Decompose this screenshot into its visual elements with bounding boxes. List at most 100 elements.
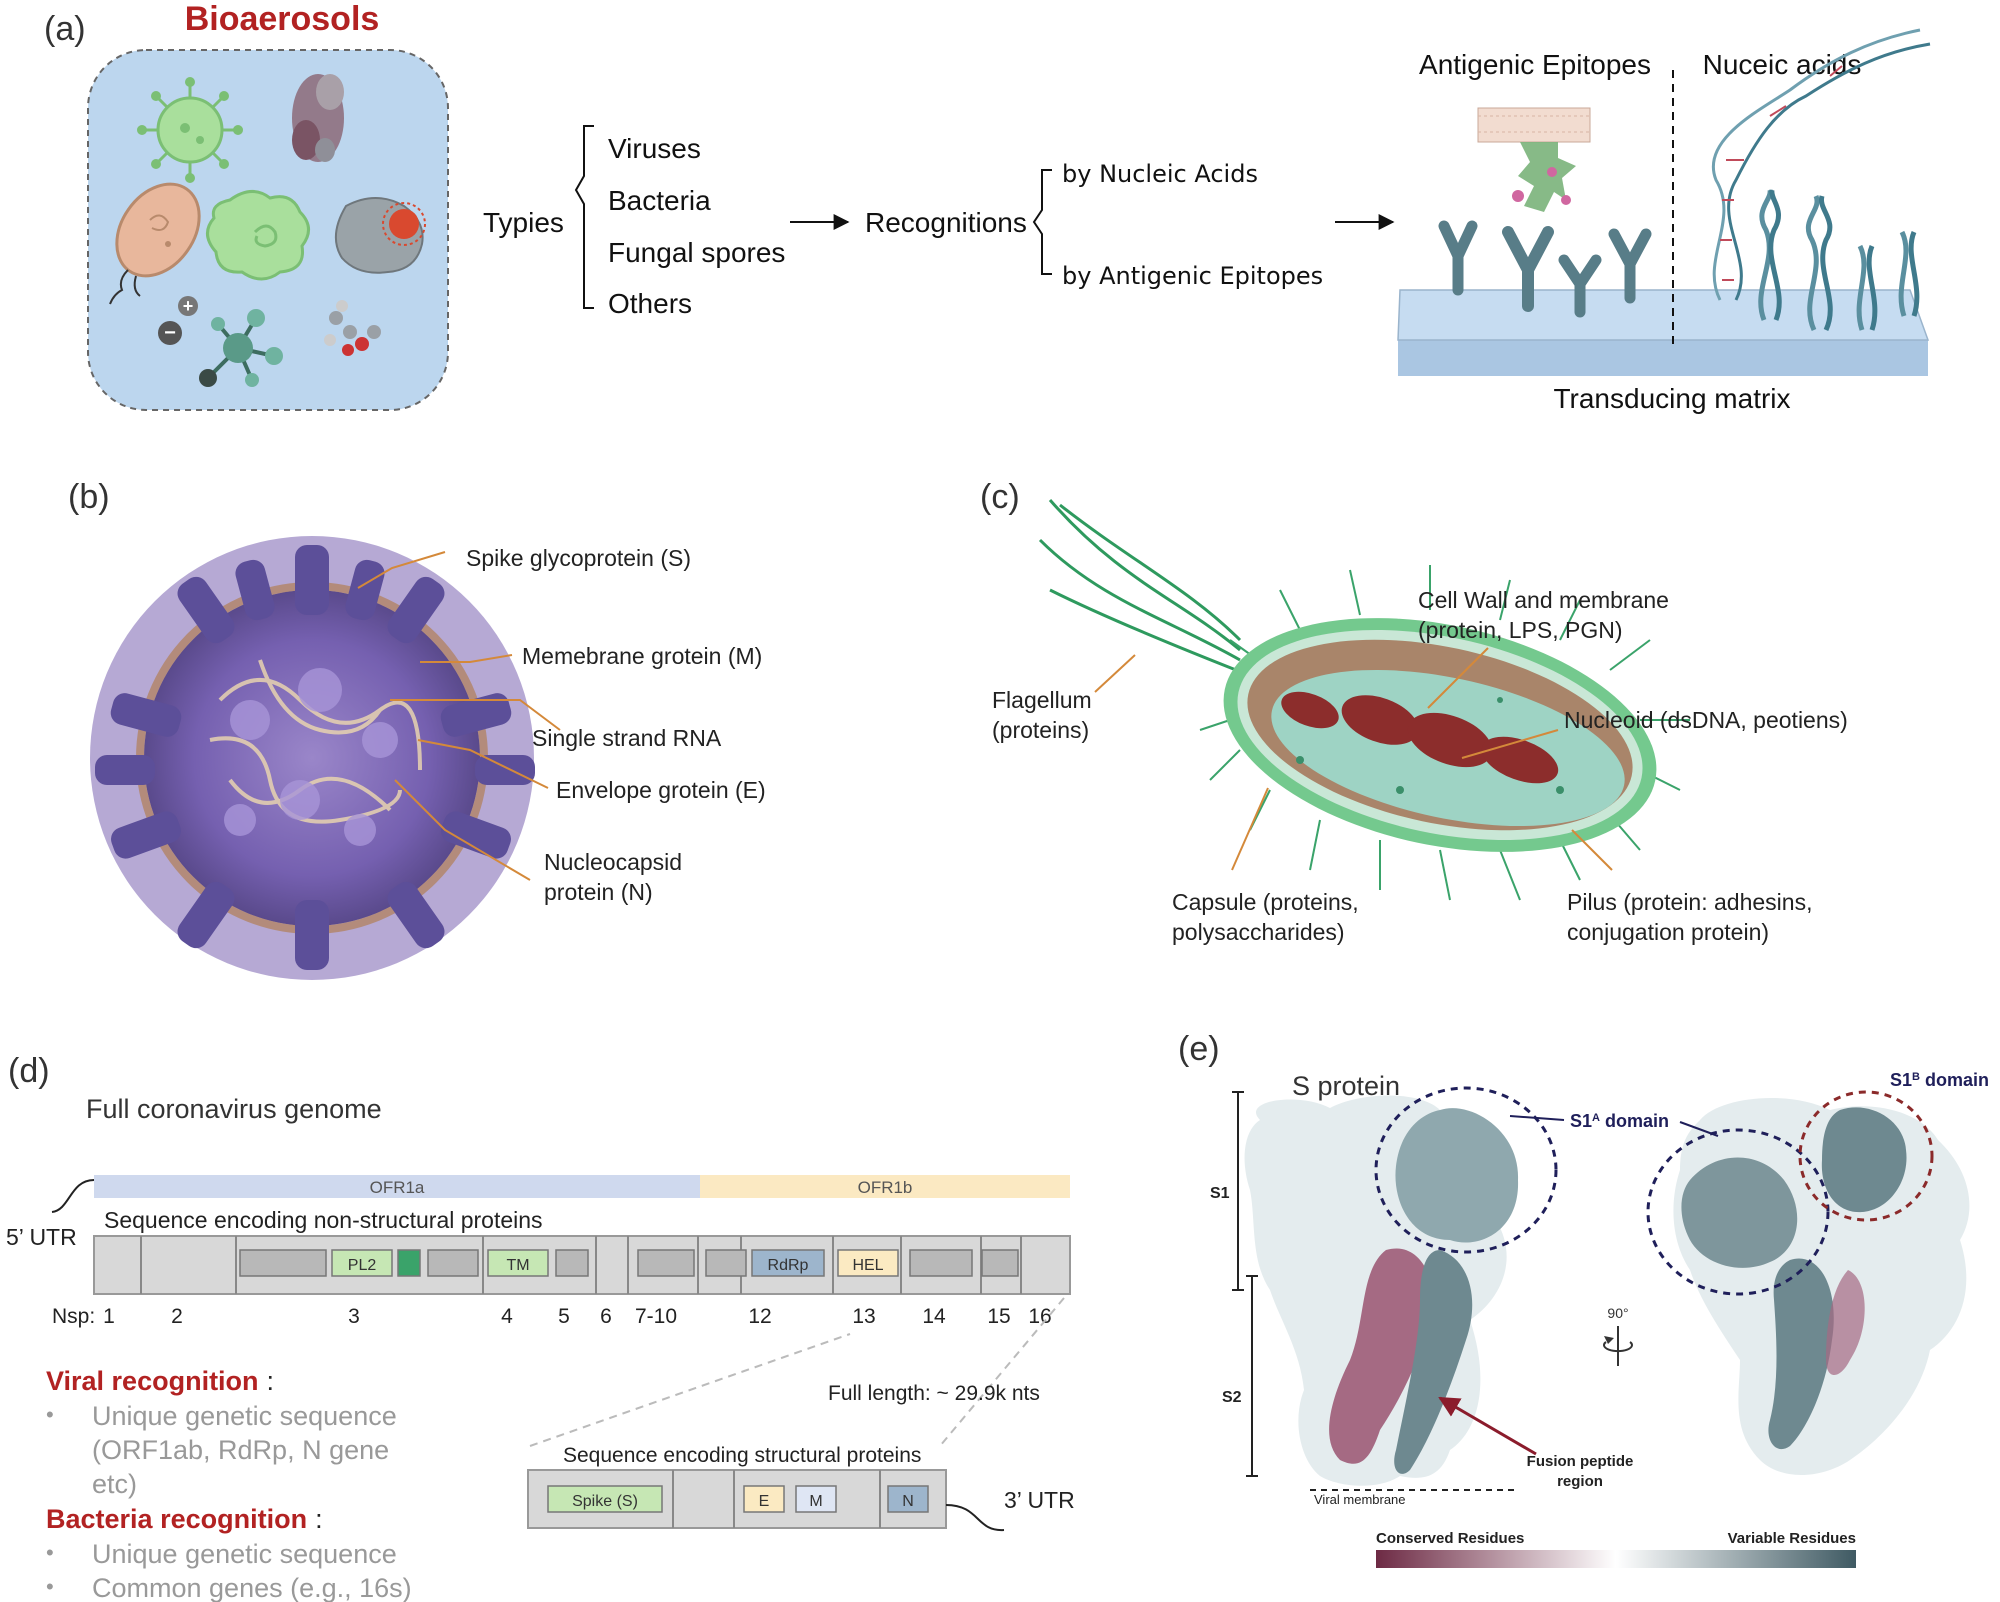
label-cell-wall: Cell Wall and membrane (1418, 587, 1669, 613)
recognition-nucleic-acids: by Nucleic Acids (1062, 160, 1258, 188)
spike-box (547, 1485, 663, 1513)
nsp-prefix: Nsp: (52, 1305, 95, 1328)
rdrp-box (751, 1249, 825, 1277)
recognitions-label: Recognitions (865, 207, 1027, 238)
transducing-matrix-label: Transducing matrix (1553, 383, 1790, 414)
structural-label: Sequence encoding structural proteins (563, 1444, 921, 1467)
n-box (887, 1485, 929, 1513)
nucleic-acids-title: Nuceic acids (1703, 49, 1862, 80)
nsp-domain-boxes (239, 1249, 1019, 1277)
label-single-strand-rna: Single strand RNA (532, 725, 722, 751)
gene-e: E (759, 1493, 770, 1510)
gene-rdrp: RdRp (768, 1257, 809, 1274)
tm-box (487, 1249, 549, 1277)
viral-item-3: etc) (92, 1469, 137, 1499)
s2-bracket (1246, 1275, 1258, 1477)
orf1a-label: OFR1a (370, 1178, 425, 1197)
type-others: Others (608, 288, 692, 319)
small-molecule-icon (324, 300, 381, 356)
utr3-line (945, 1504, 1005, 1532)
ion-icon: + − (158, 296, 198, 345)
s1b-domain-label: S1B domain (1890, 1070, 1989, 1090)
nsp-2: 2 (171, 1305, 183, 1328)
s1a-domain-circle-left (1374, 1086, 1558, 1254)
bacterium-illustration (1038, 499, 1690, 901)
nsp-1: 1 (103, 1305, 115, 1328)
bacteria-recognition-title: Bacteria recognition: (46, 1504, 323, 1534)
hel-box (837, 1249, 899, 1277)
panel-a: (a) Bioaerosols (44, 0, 1931, 414)
nsp-5: 5 (558, 1305, 570, 1328)
label-flagellum-components: (proteins) (992, 717, 1089, 743)
s-protein-left (1244, 1095, 1519, 1486)
label-pilus: Pilus (protein: adhesins, (1567, 889, 1812, 915)
transducing-matrix-slab (1397, 289, 1930, 376)
viral-recognition-title: Viral recognition: (46, 1366, 274, 1396)
nsp-12: 12 (748, 1305, 771, 1328)
gene-pl2: PL2 (348, 1257, 377, 1274)
pl2-box (331, 1249, 393, 1277)
orf1a-bar (94, 1175, 700, 1198)
s1a-leader-right (1679, 1121, 1719, 1137)
residue-gradient-bar (1376, 1550, 1856, 1568)
molecule-icon (199, 309, 283, 387)
label-nucleocapsid-protein: protein (N) (544, 879, 653, 905)
s1-label: S1 (1210, 1185, 1230, 1202)
nsp-7-10: 7-10 (635, 1305, 677, 1328)
nsp-16: 16 (1028, 1305, 1051, 1328)
bacterium-leader-lines (1094, 647, 1613, 871)
label-flagellum: Flagellum (992, 687, 1092, 713)
svg-text:+: + (183, 296, 194, 316)
panel-d: (d) Full coronavirus genome OFR1a OFR1b … (6, 1052, 1075, 1602)
gene-tm: TM (506, 1257, 529, 1274)
label-nucleoid: Nucleoid (dsDNA, peotiens) (1564, 707, 1848, 733)
s2-label: S2 (1222, 1389, 1242, 1406)
viral-item-2: (ORF1ab, RdRp, N gene (92, 1435, 389, 1465)
orf1b-bar (700, 1175, 1070, 1198)
bacterium-icon (109, 182, 201, 305)
type-viruses: Viruses (608, 133, 701, 164)
bioaerosols-title: Bioaerosols (185, 0, 380, 38)
conserved-residues-label: Conserved Residues (1376, 1530, 1524, 1547)
types-brace (574, 125, 594, 309)
nsp-13: 13 (852, 1305, 875, 1328)
panel-c: (c) (980, 478, 1848, 945)
rotation-icon (1603, 1326, 1633, 1366)
recognitions-brace (1032, 169, 1052, 275)
virus-leader-lines (357, 551, 561, 881)
label-pilus-components: conjugation protein) (1567, 919, 1769, 945)
nsp-3: 3 (348, 1305, 360, 1328)
s1a-domain-label: S1A domain (1570, 1111, 1669, 1131)
s1-bracket (1232, 1091, 1244, 1291)
label-spike-glycoprotein: Spike glycoprotein (S) (466, 545, 691, 571)
bacteria-item-1: Unique genetic sequence (92, 1539, 397, 1569)
panel-d-label: (d) (8, 1052, 50, 1090)
panel-a-label: (a) (44, 10, 86, 48)
nsp-6: 6 (600, 1305, 612, 1328)
recognition-antigenic-epitopes: by Antigenic Epitopes (1062, 262, 1323, 290)
label-envelope-protein: Envelope grotein (E) (556, 777, 766, 803)
label-cell-wall-components: (protein, LPS, PGN) (1418, 617, 1623, 643)
fusion-peptide-label-1: Fusion peptide (1527, 1453, 1634, 1470)
fusion-peptide-arrow (1438, 1396, 1537, 1456)
panel-e-label: (e) (1178, 1030, 1220, 1068)
nonstructural-label: Sequence encoding non-structural protein… (104, 1207, 543, 1233)
fungal-spore-icon (206, 190, 310, 281)
type-bacteria: Bacteria (608, 185, 711, 216)
e-box (743, 1485, 785, 1513)
genome-title: Full coronavirus genome (86, 1094, 382, 1124)
s1a-domain-circle-right (1646, 1128, 1830, 1296)
type-fungal-spores: Fungal spores (608, 237, 785, 268)
panel-e: (e) S protein S1A domain S1B domain (1178, 1030, 1989, 1568)
label-capsule: Capsule (proteins, (1172, 889, 1359, 915)
protein-icon (292, 74, 344, 162)
gene-hel: HEL (852, 1257, 883, 1274)
antigen-complex-icon (1477, 107, 1591, 212)
s-protein-right (1673, 1097, 1970, 1475)
virus-icon (137, 77, 243, 183)
nsp-4: 4 (501, 1305, 513, 1328)
utr5-line (51, 1179, 95, 1213)
nsp-14: 14 (922, 1305, 946, 1328)
